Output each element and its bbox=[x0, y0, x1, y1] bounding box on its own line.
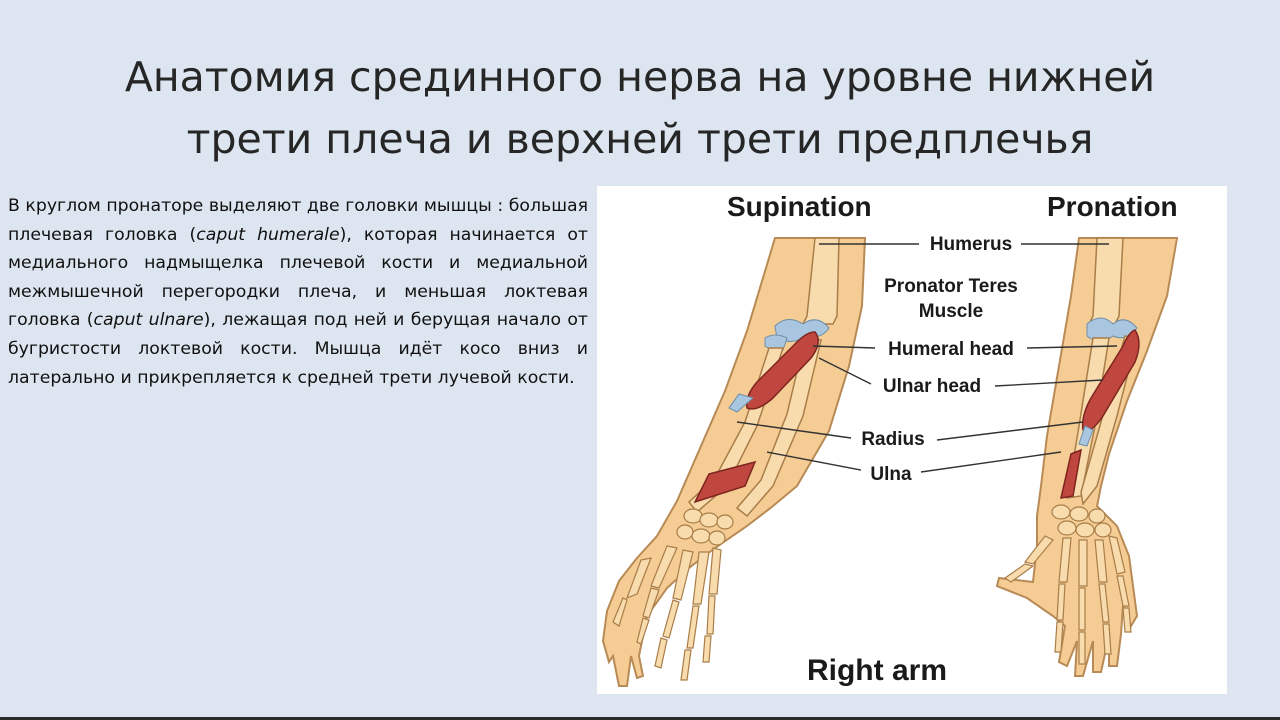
pronation-heading: Pronation bbox=[1047, 191, 1178, 222]
body-paragraph: В круглом пронаторе выделяют две головки… bbox=[8, 192, 588, 392]
right-pronator-teres-muscle bbox=[1081, 329, 1140, 432]
radius-leader-right bbox=[936, 421, 1084, 441]
humeral-head-label: Humeral head bbox=[888, 339, 1014, 360]
body-text-part: ), которая начинается от медиального над… bbox=[8, 224, 588, 331]
anatomy-figure: Supination Pronation Humerus Pronator Te… bbox=[597, 186, 1227, 694]
ulna-leader-right bbox=[920, 451, 1062, 473]
right-hand-bones bbox=[1003, 504, 1132, 665]
left-arm-supination bbox=[601, 237, 867, 687]
humeral-head-leader-right bbox=[1026, 345, 1118, 349]
arm-diagram: Supination Pronation Humerus Pronator Te… bbox=[601, 191, 1179, 687]
left-pronator-teres-muscle bbox=[745, 331, 819, 410]
right-arm-pronation bbox=[995, 237, 1179, 677]
left-ulna-bone bbox=[735, 337, 822, 518]
humeral-head-leader-left bbox=[812, 345, 876, 349]
left-muscle-insertion bbox=[728, 393, 755, 413]
pronator-teres-label-line1: Pronator Teres bbox=[884, 276, 1018, 297]
radius-leader-left bbox=[736, 421, 852, 439]
leader-lines bbox=[736, 243, 1118, 473]
ulnar-head-leader-left bbox=[818, 357, 872, 385]
left-humerus-bone bbox=[801, 237, 840, 325]
right-pronator-quadratus-muscle bbox=[1060, 448, 1082, 499]
latin-term-caput-humerale: caput humerale bbox=[196, 224, 340, 245]
bottom-border bbox=[0, 717, 1280, 720]
right-muscle-insertion bbox=[1078, 425, 1094, 447]
left-hand-bones bbox=[612, 508, 734, 681]
slide-title: Анатомия срединного нерва на уровне нижн… bbox=[124, 53, 1156, 163]
left-pronator-quadratus-muscle bbox=[693, 460, 757, 504]
body-text-part: В круглом пронаторе выделяют две головки… bbox=[8, 196, 588, 245]
ulna-leader-left bbox=[766, 451, 862, 471]
ulna-label: Ulna bbox=[870, 464, 912, 485]
humerus-label: Humerus bbox=[930, 234, 1012, 255]
radius-label: Radius bbox=[861, 429, 924, 450]
pronator-teres-label-line2: Muscle bbox=[919, 301, 983, 322]
ulnar-head-leader-right bbox=[994, 379, 1104, 387]
supination-heading: Supination bbox=[727, 191, 872, 222]
figure-caption: Right arm bbox=[807, 654, 947, 687]
latin-term-caput-ulnare: caput ulnare bbox=[93, 310, 204, 331]
body-text-part: ), лежащая под ней и берущая начало от б… bbox=[8, 310, 588, 388]
ulnar-head-label: Ulnar head bbox=[883, 376, 981, 397]
